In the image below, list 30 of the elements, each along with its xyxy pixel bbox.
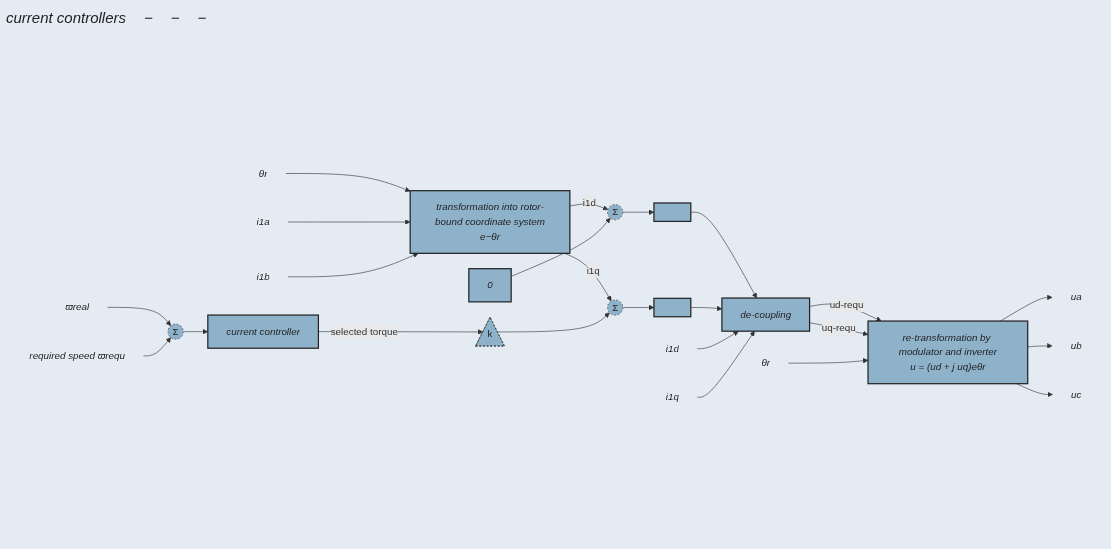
note-text: − — [144, 8, 153, 26]
node-text: uc — [1070, 389, 1082, 400]
node-text: ϖreal — [65, 302, 90, 313]
note-text: − — [170, 8, 180, 26]
edge-label: i1d — [582, 197, 596, 208]
node-box: transformation into rotor-bound coordinate system e−θr — [409, 190, 571, 255]
note-text: current controllers — [6, 8, 127, 26]
node-box — [653, 297, 692, 318]
node-circle: Σ — [607, 204, 624, 221]
edge-label: selected torque — [330, 326, 398, 337]
node-box — [653, 202, 692, 223]
node-box: current controller — [207, 314, 319, 349]
edge-label: uq-requ — [821, 322, 856, 334]
node-text: required speed ϖrequ — [29, 350, 125, 361]
node-box: re-transformation by modulator and inverter u = (ud + j uq)eθr — [867, 320, 1029, 385]
node-text: θr — [258, 168, 268, 179]
node-box: 0 — [468, 268, 512, 303]
node-text: θr — [761, 357, 771, 369]
node-circle: Σ — [167, 323, 184, 340]
node-text: ua — [1070, 292, 1082, 303]
node-text: i1q — [665, 391, 679, 403]
edge-label: ud-requ — [829, 299, 864, 310]
edge-label: i1q — [586, 265, 600, 277]
node-text: i1d — [665, 343, 679, 354]
node-text: i1b — [256, 271, 270, 282]
node-circle: Σ — [607, 299, 624, 316]
node-text: ub — [1070, 340, 1082, 351]
node-box: de-coupling — [721, 297, 811, 332]
node-text: i1a — [256, 216, 270, 228]
note-text: − — [197, 8, 207, 26]
